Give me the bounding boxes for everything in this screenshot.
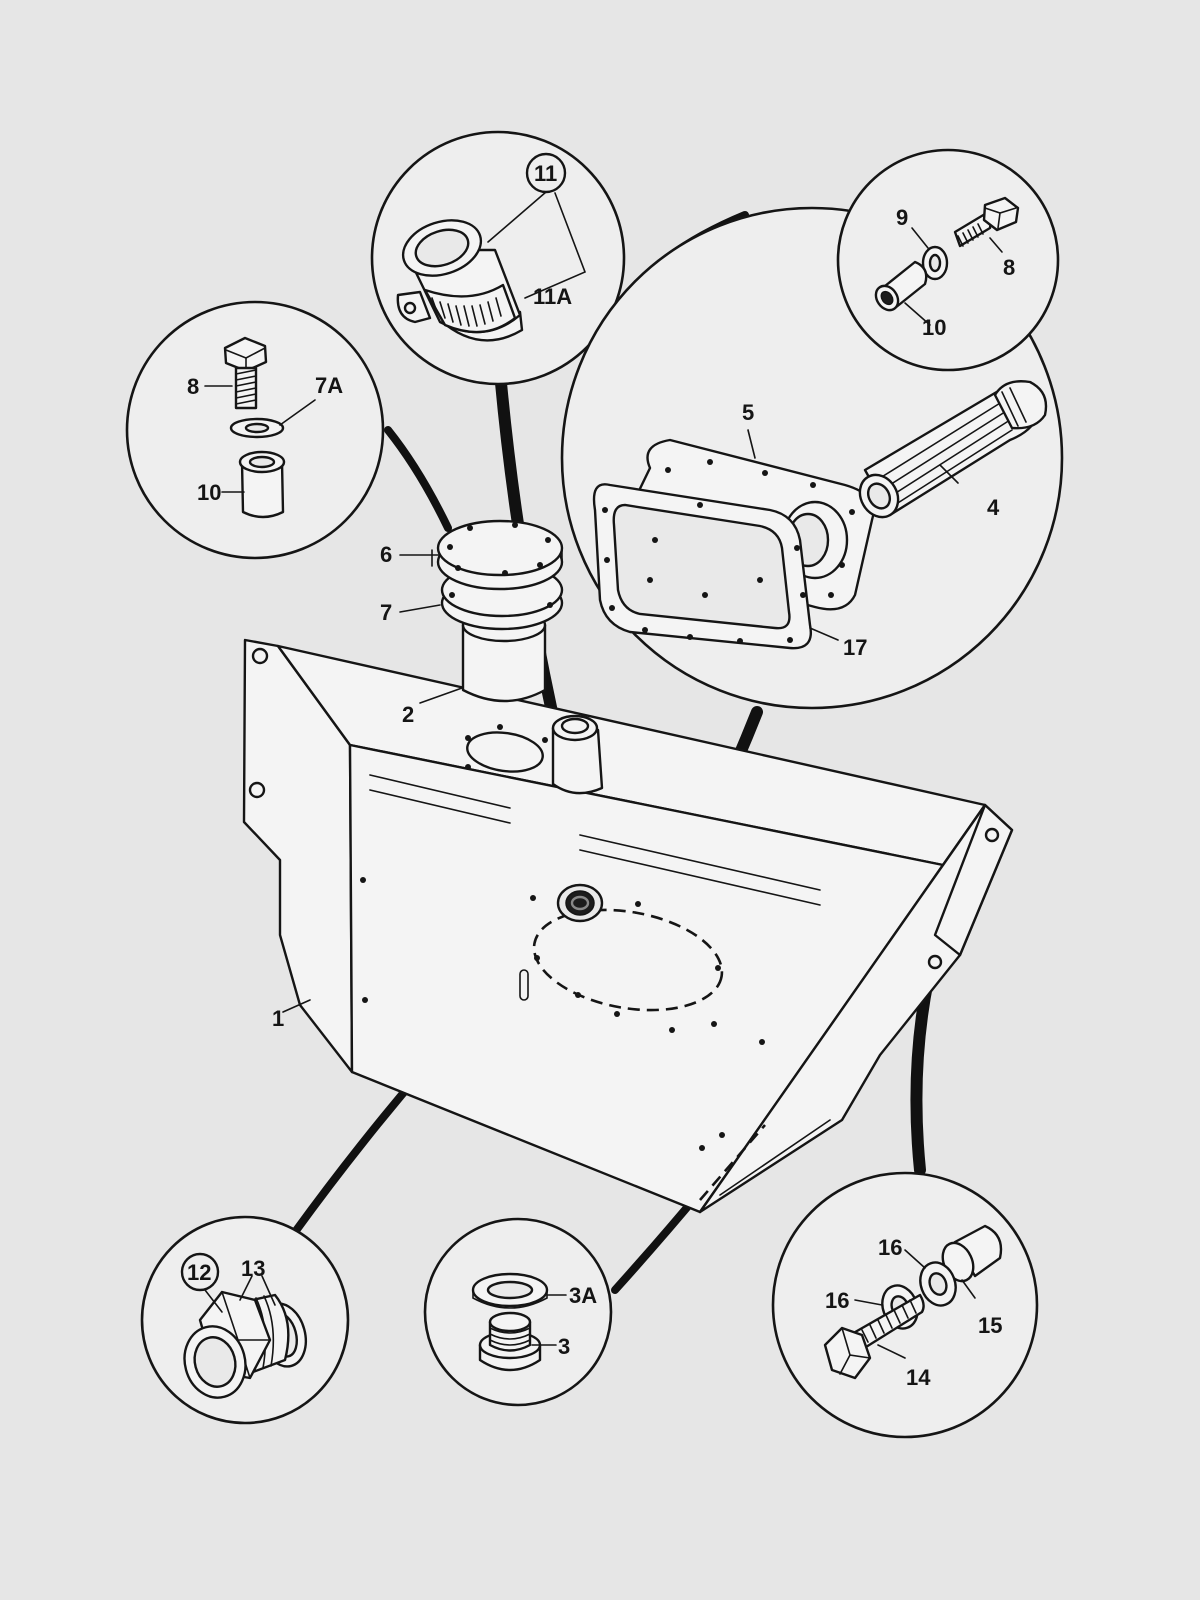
callout-3: 3 [558, 1334, 570, 1359]
callout-10-right: 10 [922, 315, 946, 340]
callout-8-right: 8 [1003, 255, 1015, 280]
callout-4: 4 [987, 495, 1000, 520]
callout-7: 7 [380, 600, 392, 625]
callout-5: 5 [742, 400, 754, 425]
callout-3a: 3A [569, 1283, 597, 1308]
callout-10-left: 10 [197, 480, 221, 505]
fuel-tank [242, 638, 1014, 1214]
detail-bubble-small-fixings [836, 148, 1060, 372]
callout-15: 15 [978, 1313, 1002, 1338]
detail-bubble-plug-washer [423, 1217, 613, 1407]
callout-17: 17 [843, 635, 867, 660]
callout-9: 9 [896, 205, 908, 230]
callout-14: 14 [906, 1365, 931, 1390]
detail-bubble-drain-plug [140, 1215, 350, 1425]
detail-bubble-bolt-washer-spacer [125, 300, 385, 560]
callout-1: 1 [272, 1006, 284, 1031]
filler-assembly [431, 519, 564, 703]
callout-8-left: 8 [187, 374, 199, 399]
callout-12: 12 [187, 1260, 211, 1285]
detail-bubble-sender-unit [560, 206, 1064, 710]
callout-6: 6 [380, 542, 392, 567]
callout-16-lower: 16 [825, 1288, 849, 1313]
part-leaders [282, 554, 463, 1013]
callout-labels: 1 2 3 3A 4 5 6 7 7A 8 8 9 10 10 11 11A 1… [187, 161, 1015, 1390]
callout-2: 2 [402, 702, 414, 727]
callout-11: 11 [534, 161, 557, 186]
callout-11a: 11A [533, 284, 572, 309]
detail-bubble-filler-cap [370, 130, 626, 386]
callout-16-upper: 16 [878, 1235, 902, 1260]
callout-13: 13 [241, 1256, 265, 1281]
detail-bubble-mount-bolt-set [771, 1171, 1039, 1439]
callout-7a: 7A [315, 373, 343, 398]
